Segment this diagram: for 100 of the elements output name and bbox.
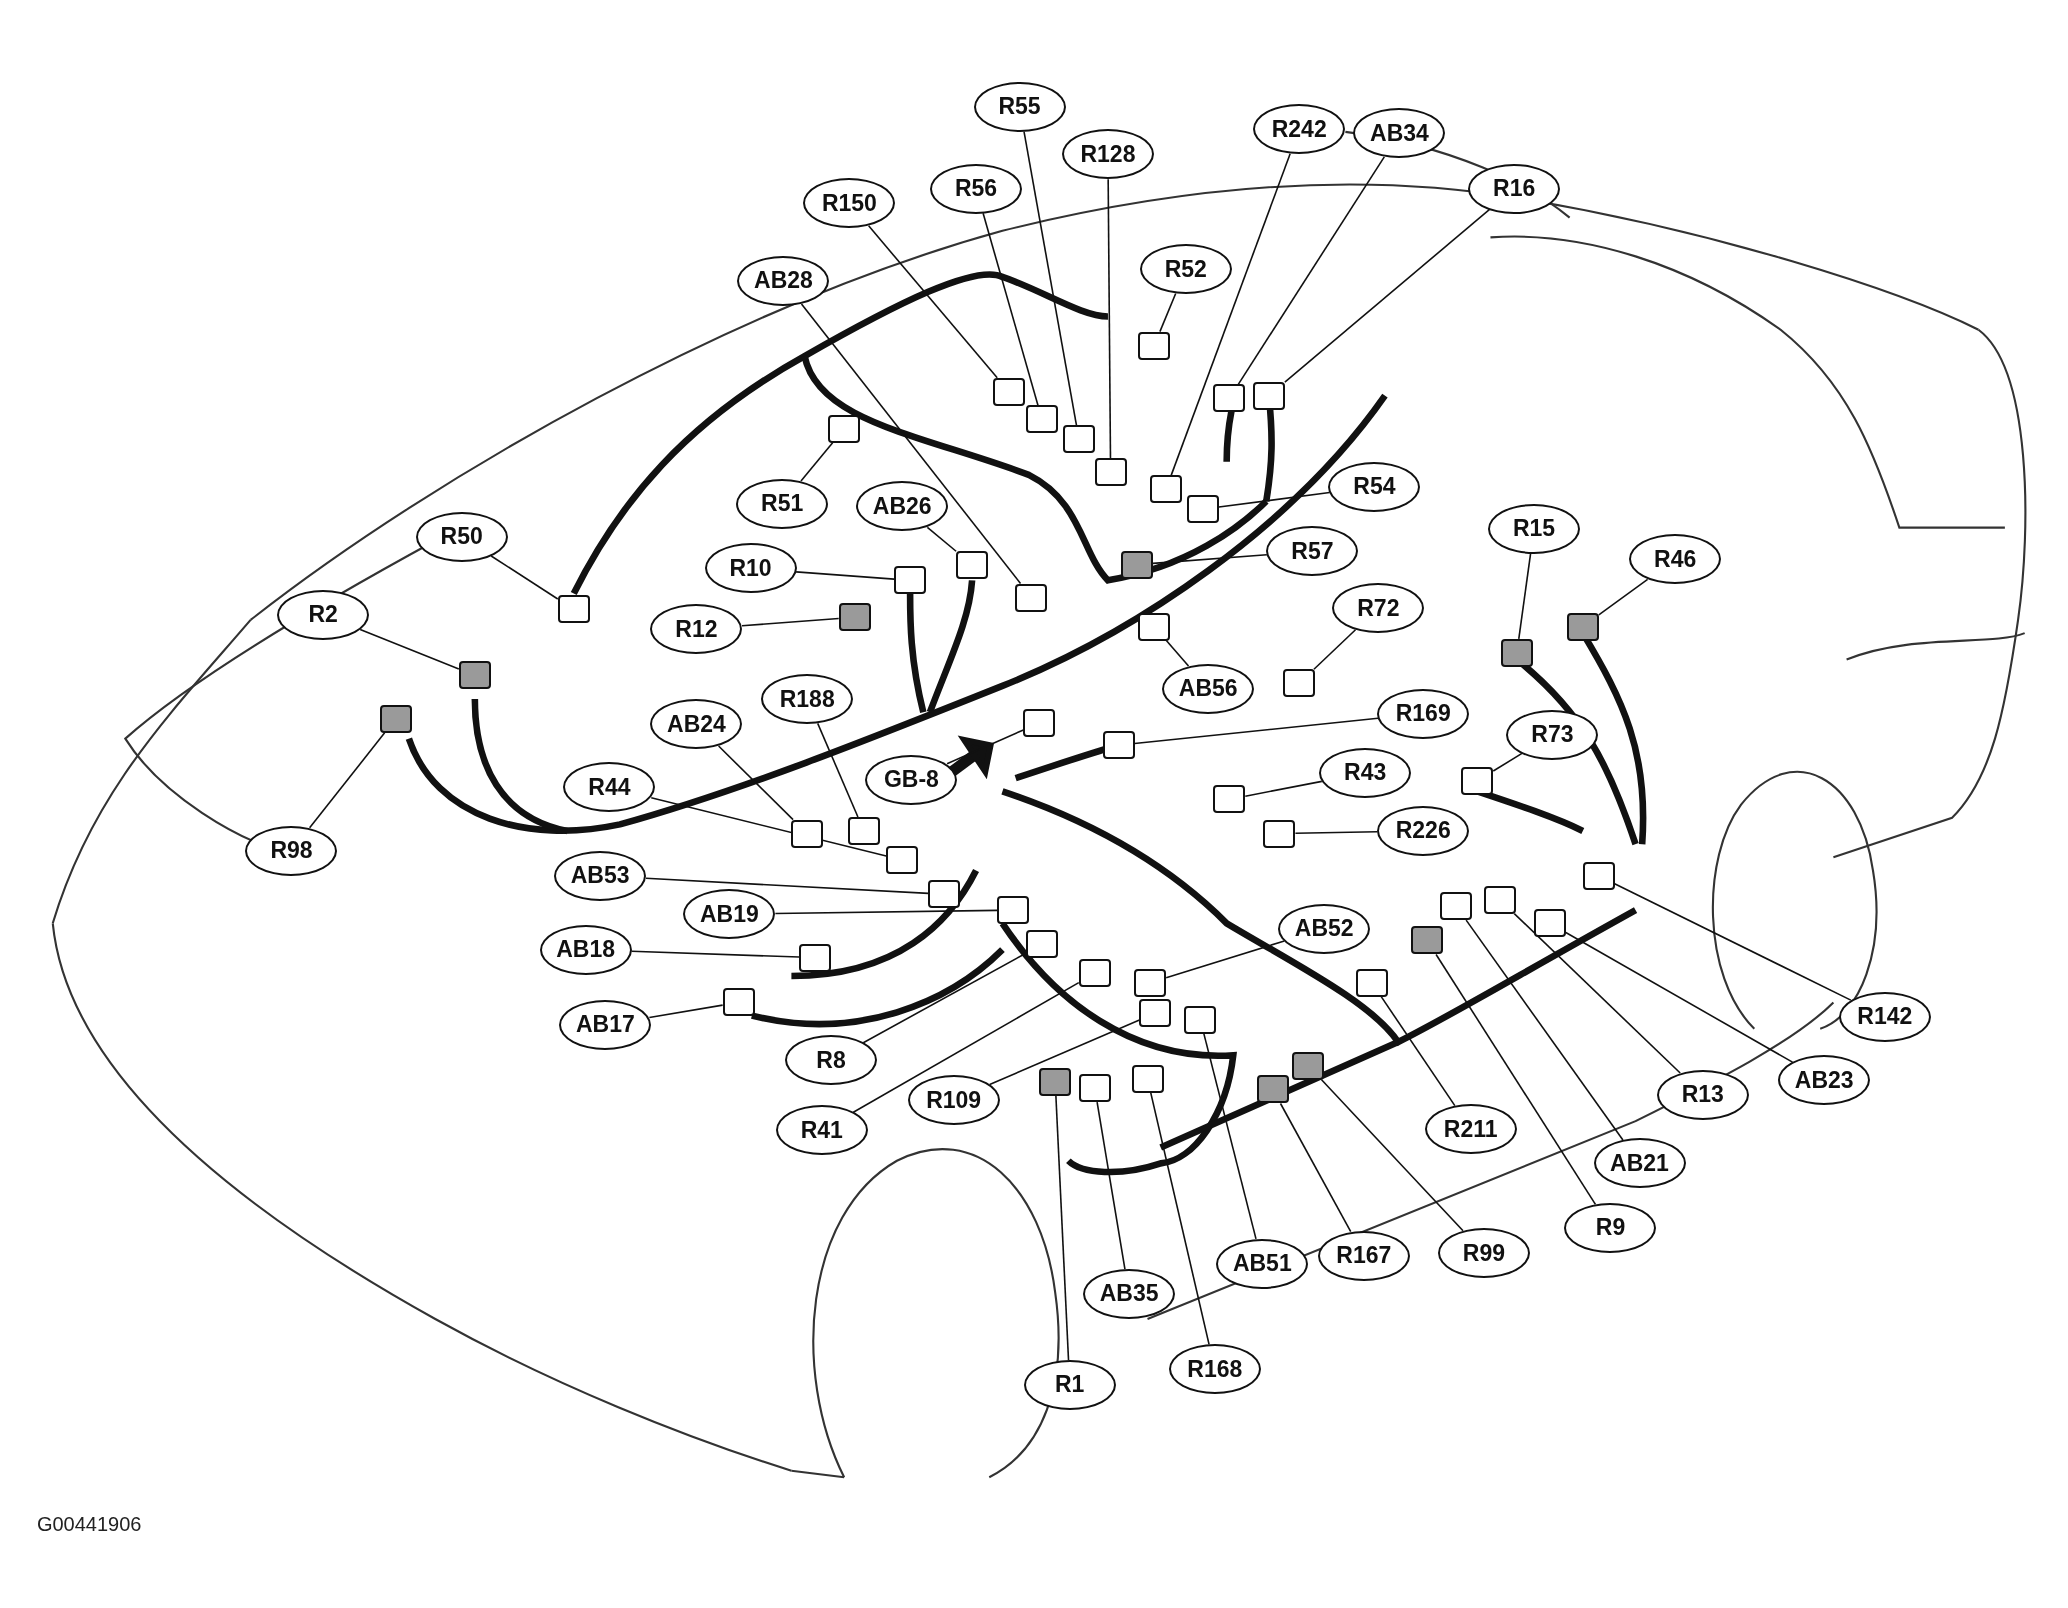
leader-line [1598,578,1649,616]
leader-line [1492,752,1523,772]
callout-label: R226 [1377,805,1470,856]
callout-label: R98 [245,825,338,876]
leader-line [1613,882,1852,1001]
callout-label: AB24 [650,699,743,750]
leader-line [800,303,1022,585]
connector-plug [722,988,755,1017]
connector-plug [791,819,824,848]
connector-plug [1120,550,1153,579]
leader-line [645,877,930,895]
callout-label: R211 [1424,1104,1517,1155]
connector-plug [1131,1064,1164,1093]
callout-label: R99 [1437,1228,1530,1279]
callout-label: AB35 [1083,1268,1176,1319]
connector-plug [838,603,871,632]
callout-label: R128 [1061,129,1154,180]
connector-plug [379,704,412,733]
callout-label: AB53 [554,850,647,901]
callout-label: R52 [1139,244,1232,295]
leader-line [1465,919,1624,1141]
connector-plug [1582,861,1615,890]
figure-code: G00441906 [36,1512,142,1536]
connector-plug [828,414,861,443]
connector-plug [1138,331,1171,360]
leader-line [982,212,1039,407]
callout-label: R54 [1328,461,1421,512]
connector-plug [1138,612,1171,641]
callout-label: R50 [415,511,508,562]
callout-label: GB-8 [865,754,958,805]
leader-line [1170,152,1291,477]
leader-line [1279,1102,1352,1233]
callout-label: R41 [775,1105,868,1156]
leader-line [1513,912,1681,1074]
callout-label: R15 [1488,503,1580,554]
callout-label: R142 [1838,991,1931,1042]
connector-plug [928,880,961,909]
leader-line [1152,553,1268,565]
connector-plug [1026,405,1058,434]
callout-label: R72 [1332,583,1425,634]
connector-plug [1533,909,1566,938]
callout-label: AB17 [559,999,652,1050]
callout-label: AB18 [539,924,632,975]
callout-label: AB21 [1593,1138,1686,1189]
leader-line [490,555,559,600]
connector-plug [1355,968,1388,997]
connector-plug [1566,612,1599,641]
callout-label: AB23 [1778,1055,1871,1106]
callout-label: AB52 [1278,903,1371,954]
callout-label: AB26 [856,481,949,532]
leader-line [774,909,998,915]
connector-plug [997,896,1029,925]
leader-line [1218,491,1331,508]
leader-line [1203,1032,1257,1240]
leader-line [988,1019,1141,1086]
callout-label: R169 [1377,688,1470,739]
leader-line [1150,1092,1210,1346]
connector-plug [1186,495,1219,524]
leader-line [1284,208,1491,383]
callout-label: R1 [1023,1359,1116,1410]
connector-plug [1102,731,1135,760]
connector-plug [1213,384,1246,413]
leader-line [1380,995,1456,1107]
connector-plug [1283,669,1316,698]
connector-plug [1252,381,1285,410]
connector-plug [458,661,491,690]
callout-label: R9 [1564,1203,1657,1253]
connector-plug [1150,475,1182,504]
callout-label: R46 [1629,534,1722,585]
connector-plug [1039,1067,1072,1096]
connector-plug [847,816,880,845]
leader-line [1244,780,1323,797]
leader-line [946,729,1025,765]
callout-label: R2 [277,589,370,640]
connector-plug [1213,785,1246,814]
leader-line [1294,831,1379,835]
callout-label: AB34 [1353,108,1446,159]
connector-plug [1483,885,1516,914]
connector-plug [1062,425,1095,454]
connector-plug [1078,959,1111,988]
callout-label: R168 [1168,1344,1261,1395]
leader-line [717,745,794,821]
callout-label: R56 [930,163,1023,214]
connector-plug [557,595,590,624]
connector-plug [1263,819,1296,848]
callout-label: AB56 [1162,663,1255,714]
connector-plug [1184,1005,1217,1034]
leader-line [1237,156,1386,386]
connector-plug [1134,968,1167,997]
leader-line [1159,292,1177,333]
callout-label: R109 [907,1075,1000,1126]
callout-label: R13 [1656,1069,1749,1120]
connector-plug [799,943,832,972]
connector-plug [1026,930,1058,959]
leader-line [816,722,859,818]
connector-plug [1411,926,1444,955]
connector-plug [1292,1051,1325,1080]
leader-line [1313,628,1357,671]
leader-line [795,571,895,580]
leader-line [926,526,957,553]
